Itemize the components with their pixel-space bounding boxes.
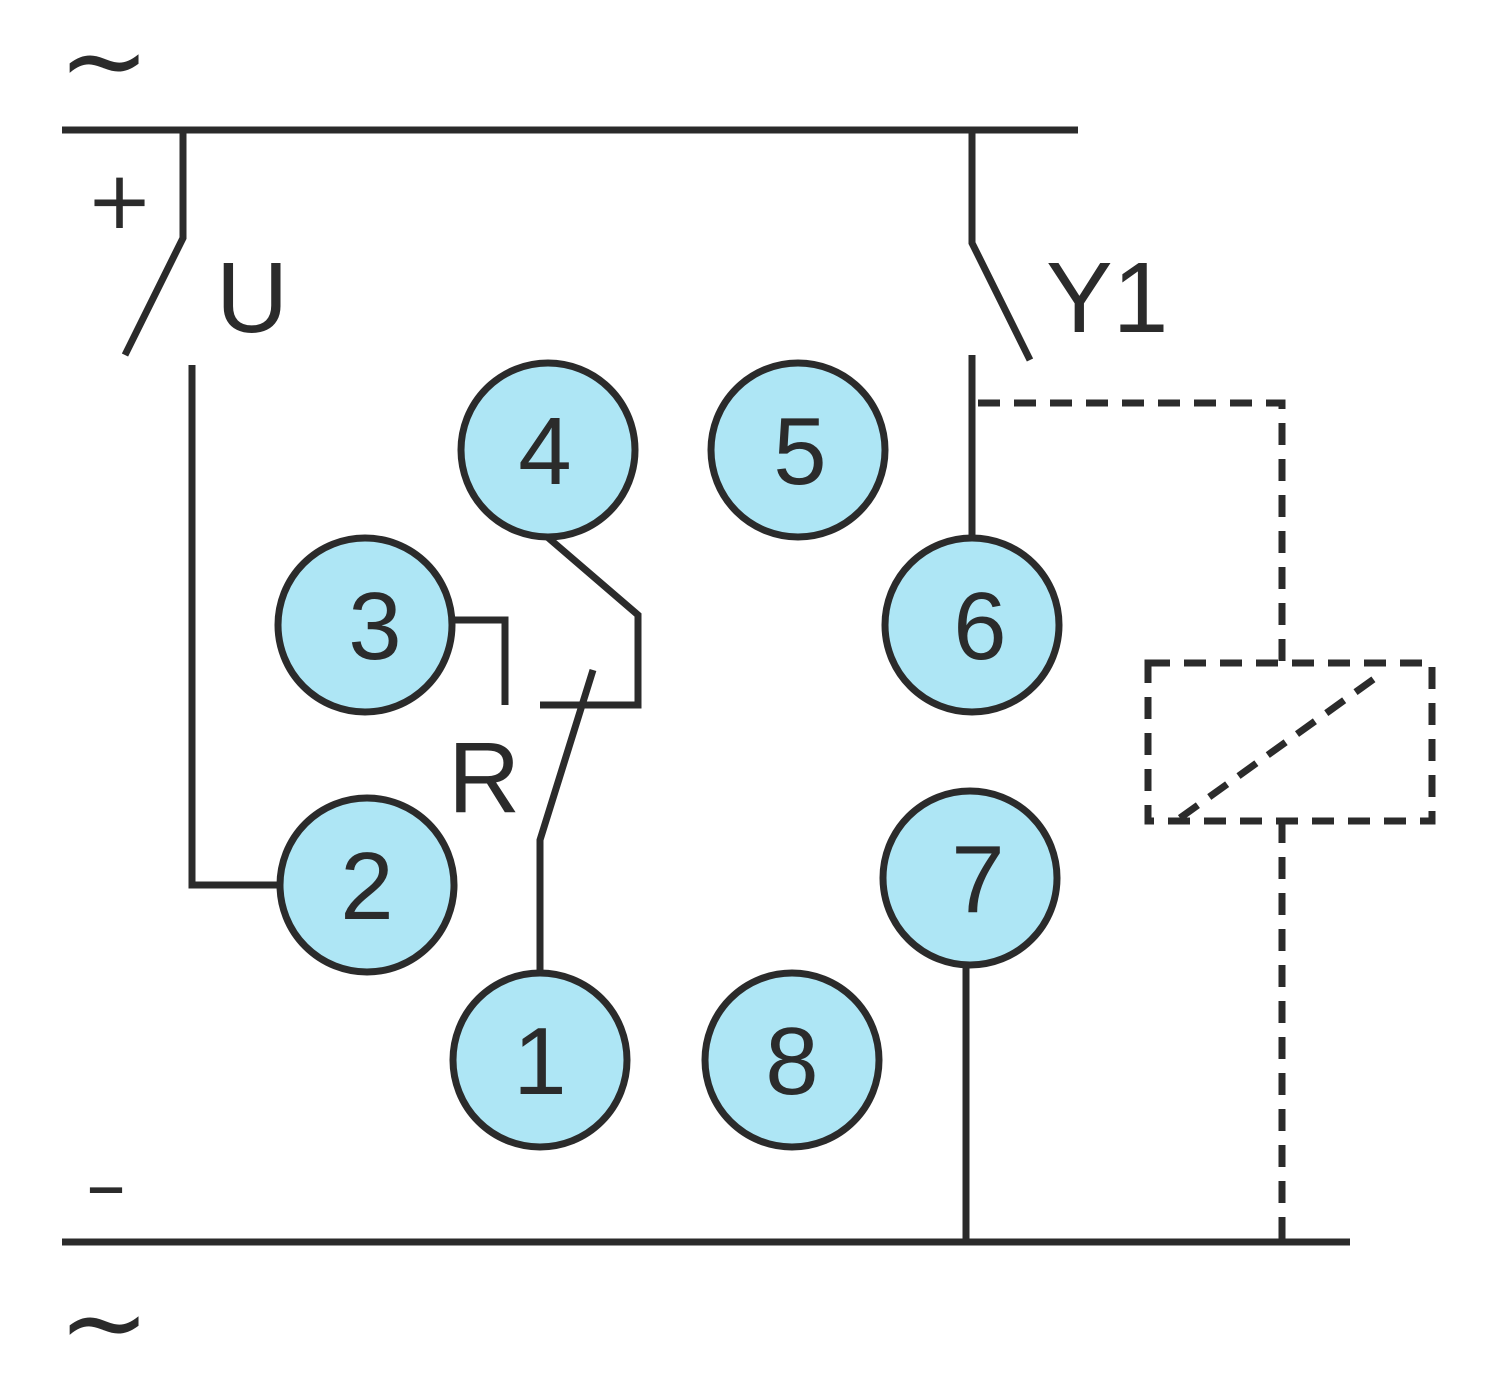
pin-number: 2 xyxy=(340,833,393,940)
pin-3: 3 xyxy=(274,534,456,716)
pin-1: 1 xyxy=(449,969,631,1151)
ac-symbol-bottom: ~ xyxy=(58,1258,150,1386)
pin-number: 4 xyxy=(518,398,571,505)
pin-circle xyxy=(449,969,631,1151)
pin-4: 4 xyxy=(457,359,639,541)
pin-circle xyxy=(276,794,458,976)
pin-number: 3 xyxy=(348,573,401,680)
pin-number: 7 xyxy=(951,826,1004,933)
pin-circle xyxy=(701,969,883,1151)
pin-number: 5 xyxy=(773,398,826,505)
pin-circle xyxy=(881,534,1063,716)
relay-contact-label: R xyxy=(448,722,520,834)
pin-6: 6 xyxy=(881,534,1063,716)
pin-circle xyxy=(274,534,456,716)
minus-symbol: – xyxy=(86,1138,126,1231)
pin-number: 1 xyxy=(513,1008,566,1115)
pin-7: 7 xyxy=(879,787,1061,969)
pin-8: 8 xyxy=(701,969,883,1151)
pin-number: 8 xyxy=(765,1008,818,1115)
relay-coil xyxy=(978,399,1436,1242)
pin-circle xyxy=(707,359,889,541)
pin-5: 5 xyxy=(707,359,889,541)
pin-circle xyxy=(457,359,639,541)
switch-y1 xyxy=(968,130,1034,537)
plus-symbol: + xyxy=(86,154,153,247)
relay-contact-r xyxy=(447,532,642,975)
switch-u-label: U xyxy=(216,242,288,354)
switch-u xyxy=(121,130,280,889)
pin-2: 2 xyxy=(276,794,458,976)
ac-symbol-top: ~ xyxy=(58,0,150,124)
switch-y1-label: Y1 xyxy=(1046,242,1168,354)
pin-circle xyxy=(879,787,1061,969)
pin-number: 6 xyxy=(953,573,1006,680)
